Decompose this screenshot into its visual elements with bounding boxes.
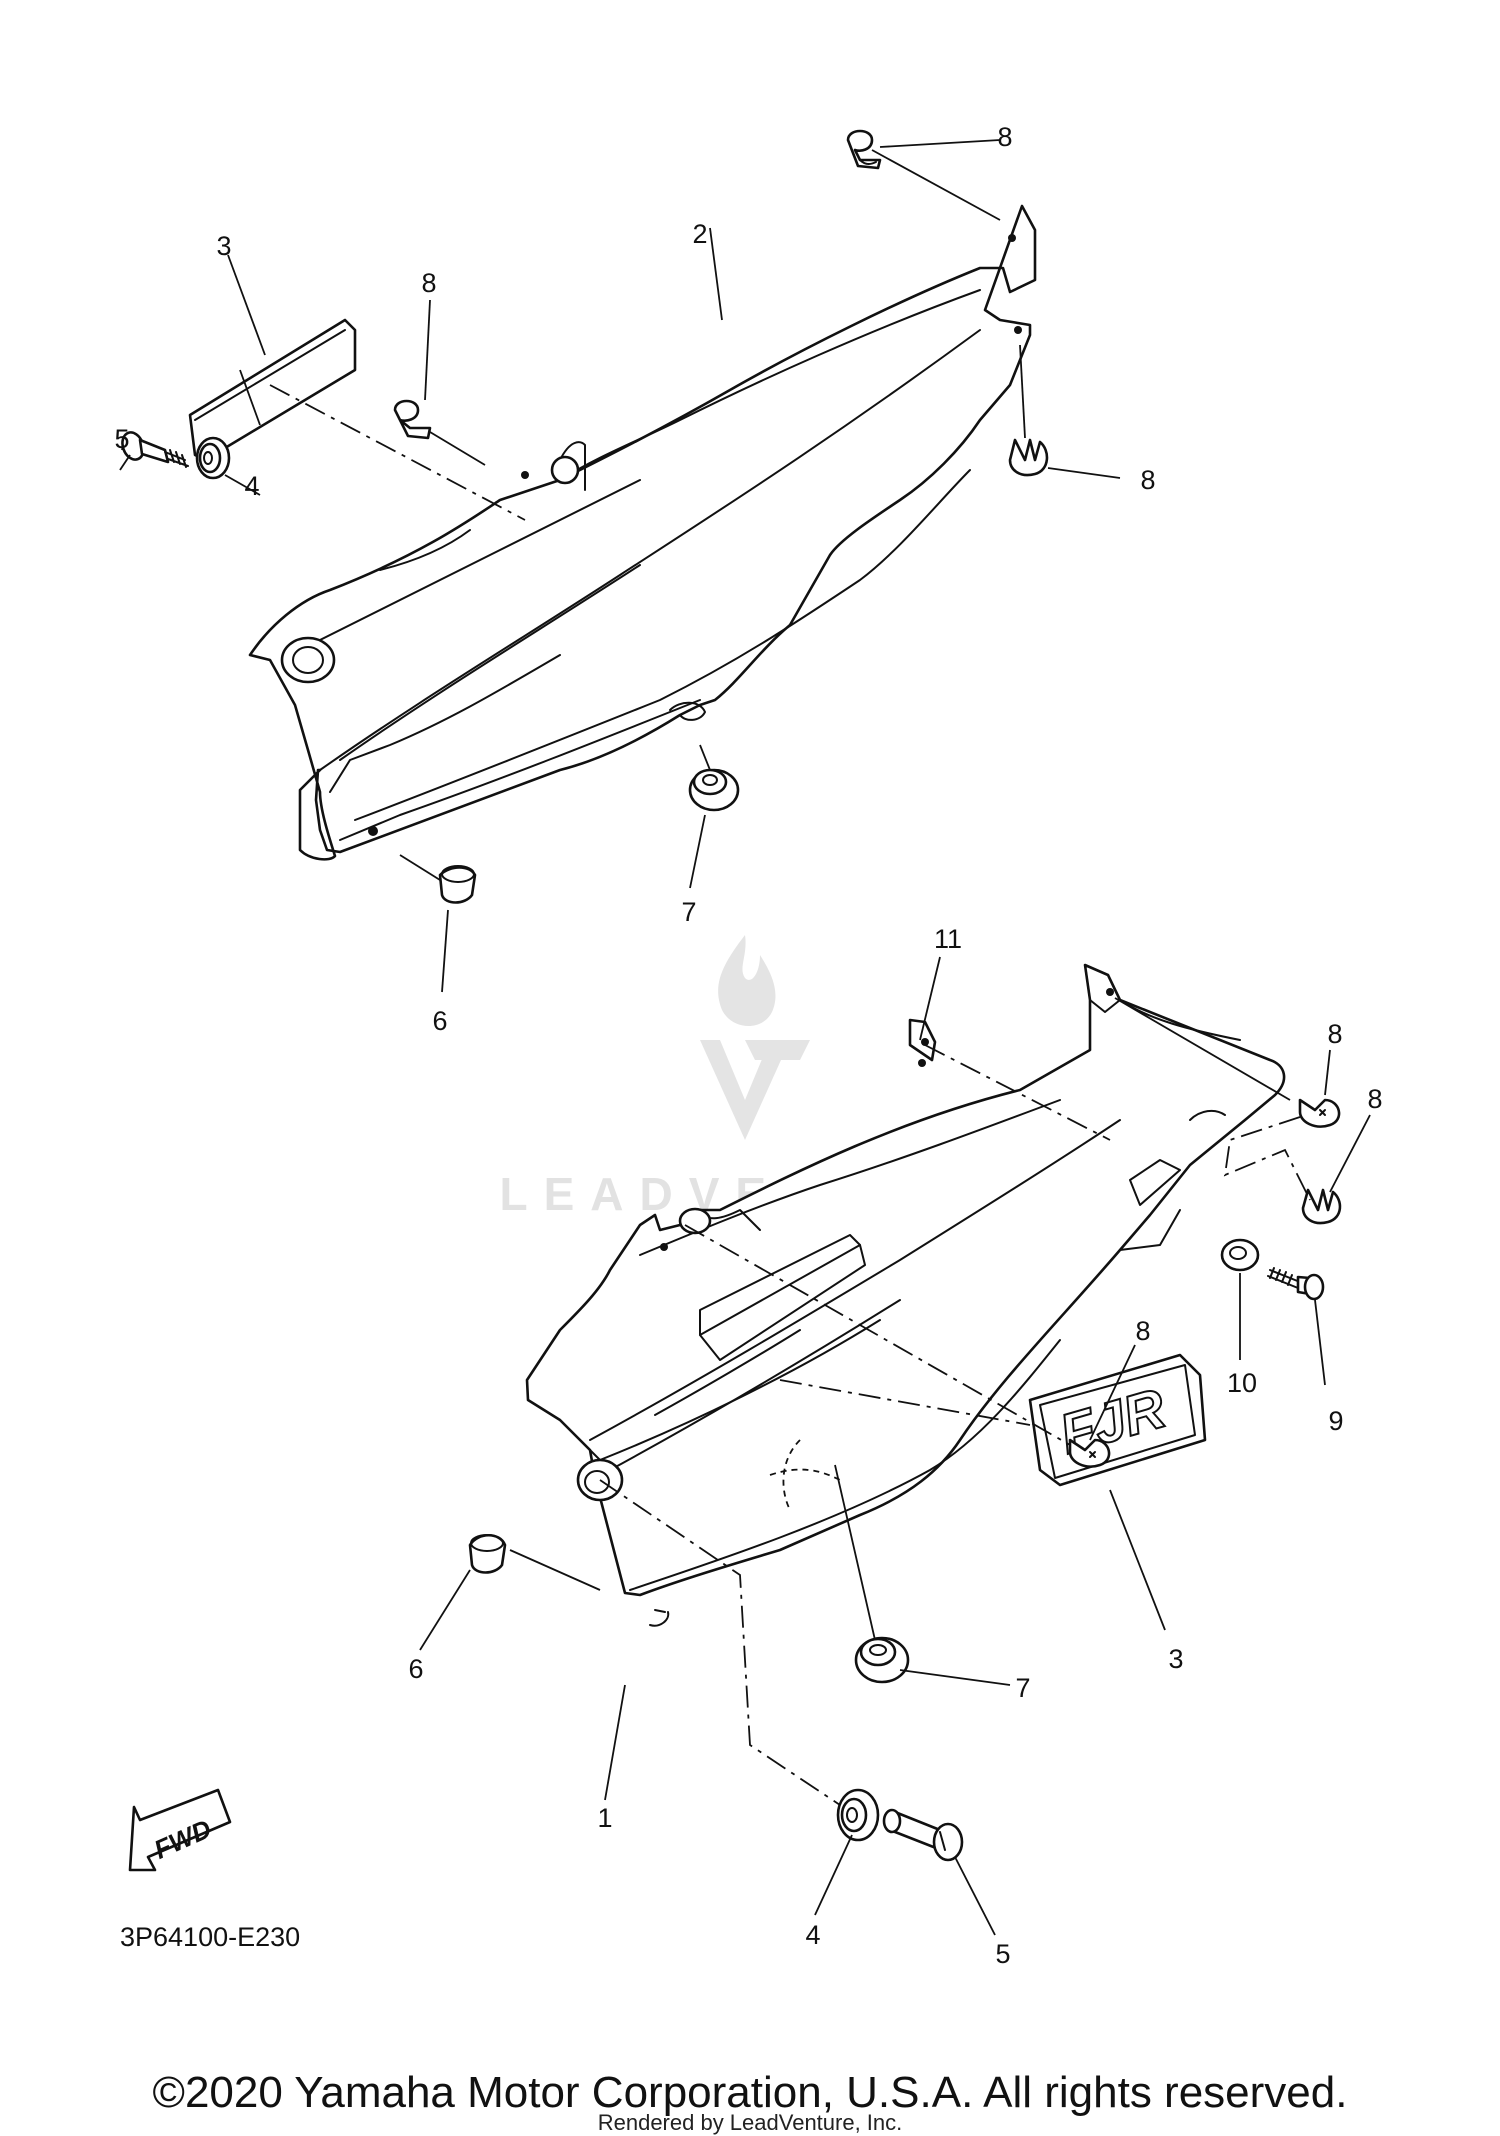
callout-5-upper: 5: [114, 424, 129, 454]
callout-7-lower: 7: [1015, 1673, 1030, 1703]
clip-lower-far-right-part-8: [1301, 1188, 1342, 1225]
callout-8-mid: 8: [421, 268, 436, 298]
callout-9: 9: [1328, 1406, 1343, 1436]
grommet-upper-part-7: [688, 768, 740, 812]
bracket-part-11: [908, 1018, 937, 1062]
callout-8-top: 8: [997, 122, 1012, 152]
emblem-plate-upper-part-3: [188, 318, 357, 462]
clip-top-part-8: [846, 129, 882, 170]
grommet-lower-part-4: [836, 1788, 880, 1842]
cap-lower-part-6: [468, 1533, 507, 1574]
grommet-upper-part-4: [195, 436, 231, 480]
cap-upper-part-6: [438, 865, 477, 904]
grommet-lower-part-7: [854, 1636, 910, 1684]
side-cover-right-part-1: [525, 963, 1286, 1627]
rendered-by-notice: Rendered by LeadVenture, Inc.: [597, 2110, 903, 2135]
side-cover-left-part-2: [248, 204, 1037, 861]
callout-4-upper: 4: [244, 471, 259, 501]
callout-7-upper: 7: [681, 897, 696, 927]
callout-10: 10: [1227, 1368, 1257, 1398]
callout-5-lower: 5: [995, 1939, 1010, 1969]
callout-8-far-right: 8: [1367, 1084, 1382, 1114]
callout-8-lower-right: 8: [1327, 1019, 1342, 1049]
screw-part-9: [1267, 1267, 1325, 1301]
callout-11: 11: [934, 924, 962, 954]
callout-6-upper: 6: [432, 1006, 447, 1036]
clip-lower-right-part-8: [1298, 1098, 1341, 1128]
fwd-arrow-icon: FWD: [128, 1788, 232, 1872]
emblem-fjr-part-3: FJR: [1028, 1353, 1207, 1487]
callout-1: 1: [597, 1803, 612, 1833]
clip-right-part-8: [1008, 438, 1049, 477]
diagram-code: 3P64100-E230: [120, 1922, 301, 1952]
grommet-part-10: [1220, 1238, 1260, 1272]
clip-lower-center-part-8: [1068, 1438, 1111, 1468]
callout-8-lower-center: 8: [1135, 1316, 1150, 1346]
callout-3-upper: 3: [216, 231, 231, 261]
callout-4-lower: 4: [805, 1920, 820, 1950]
screw-lower-part-5: [882, 1808, 964, 1862]
callout-3-lower: 3: [1168, 1644, 1183, 1674]
callout-2: 2: [692, 219, 707, 249]
callout-8-right-upper: 8: [1140, 465, 1155, 495]
screw-upper-part-5: [121, 431, 189, 468]
callout-6-lower: 6: [408, 1654, 423, 1684]
copyright-notice: ©2020 Yamaha Motor Corporation, U.S.A. A…: [152, 2068, 1348, 2117]
clip-mid-part-8: [393, 399, 432, 440]
